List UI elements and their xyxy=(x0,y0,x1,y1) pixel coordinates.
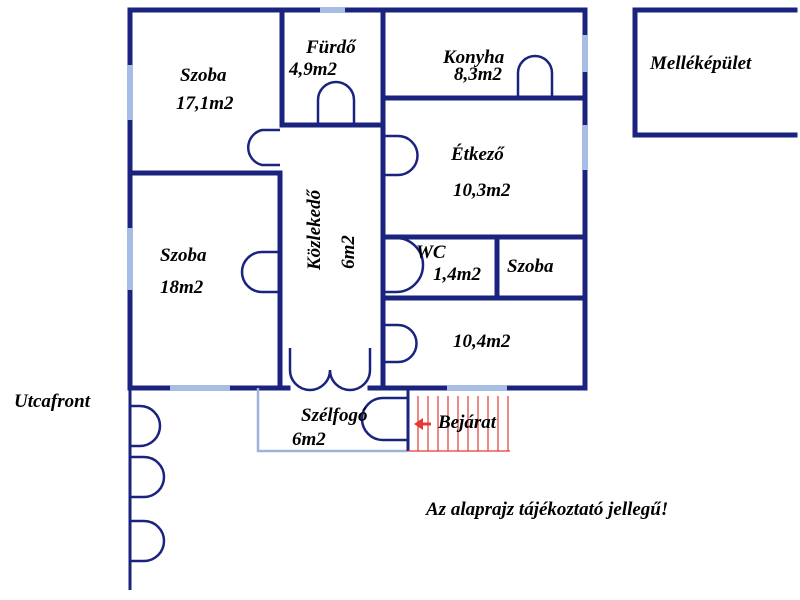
room-szelfogo-name: Szélfogó xyxy=(301,405,368,426)
room-furdo-area: 4,9m2 xyxy=(289,59,338,80)
room-unnamed-area: 10,4m2 xyxy=(453,331,511,352)
entrance-label: Bejárat xyxy=(438,412,497,433)
door-swings xyxy=(240,54,554,442)
room-kozlekedo-name: Közlekedő xyxy=(304,189,325,271)
room-szoba-3-name: Szoba xyxy=(507,256,554,277)
outbuilding-label: Melléképület xyxy=(650,53,752,74)
room-szoba-2-area: 18m2 xyxy=(160,277,204,298)
street-front-fence xyxy=(128,390,166,590)
room-szoba-1-area: 17,1m2 xyxy=(176,93,234,114)
interior-walls xyxy=(127,7,588,391)
vestibule-outline xyxy=(256,388,410,453)
room-szoba-1-name: Szoba xyxy=(180,65,227,86)
disclaimer-note: Az alaprajz tájékoztató jellegű! xyxy=(426,499,669,520)
arrow-left-icon xyxy=(414,418,431,430)
room-szoba-2-name: Szoba xyxy=(160,245,207,266)
room-konyha-name: Konyha xyxy=(443,47,505,68)
room-wc-area: 1,4m2 xyxy=(433,264,482,285)
windows xyxy=(127,7,588,391)
street-front-label: Utcafront xyxy=(14,391,90,412)
room-etkezo-name: Étkező xyxy=(451,144,504,165)
outbuilding-walls xyxy=(632,7,798,138)
room-szelfogo-area: 6m2 xyxy=(292,429,326,450)
room-konyha-area: 8,3m2 xyxy=(454,64,503,85)
room-etkezo-area: 10,3m2 xyxy=(453,180,511,201)
room-kozlekedo-area: 6m2 xyxy=(338,235,359,269)
room-wc-name: WC xyxy=(416,242,446,263)
room-furdo-name: Fürdő xyxy=(306,37,356,58)
